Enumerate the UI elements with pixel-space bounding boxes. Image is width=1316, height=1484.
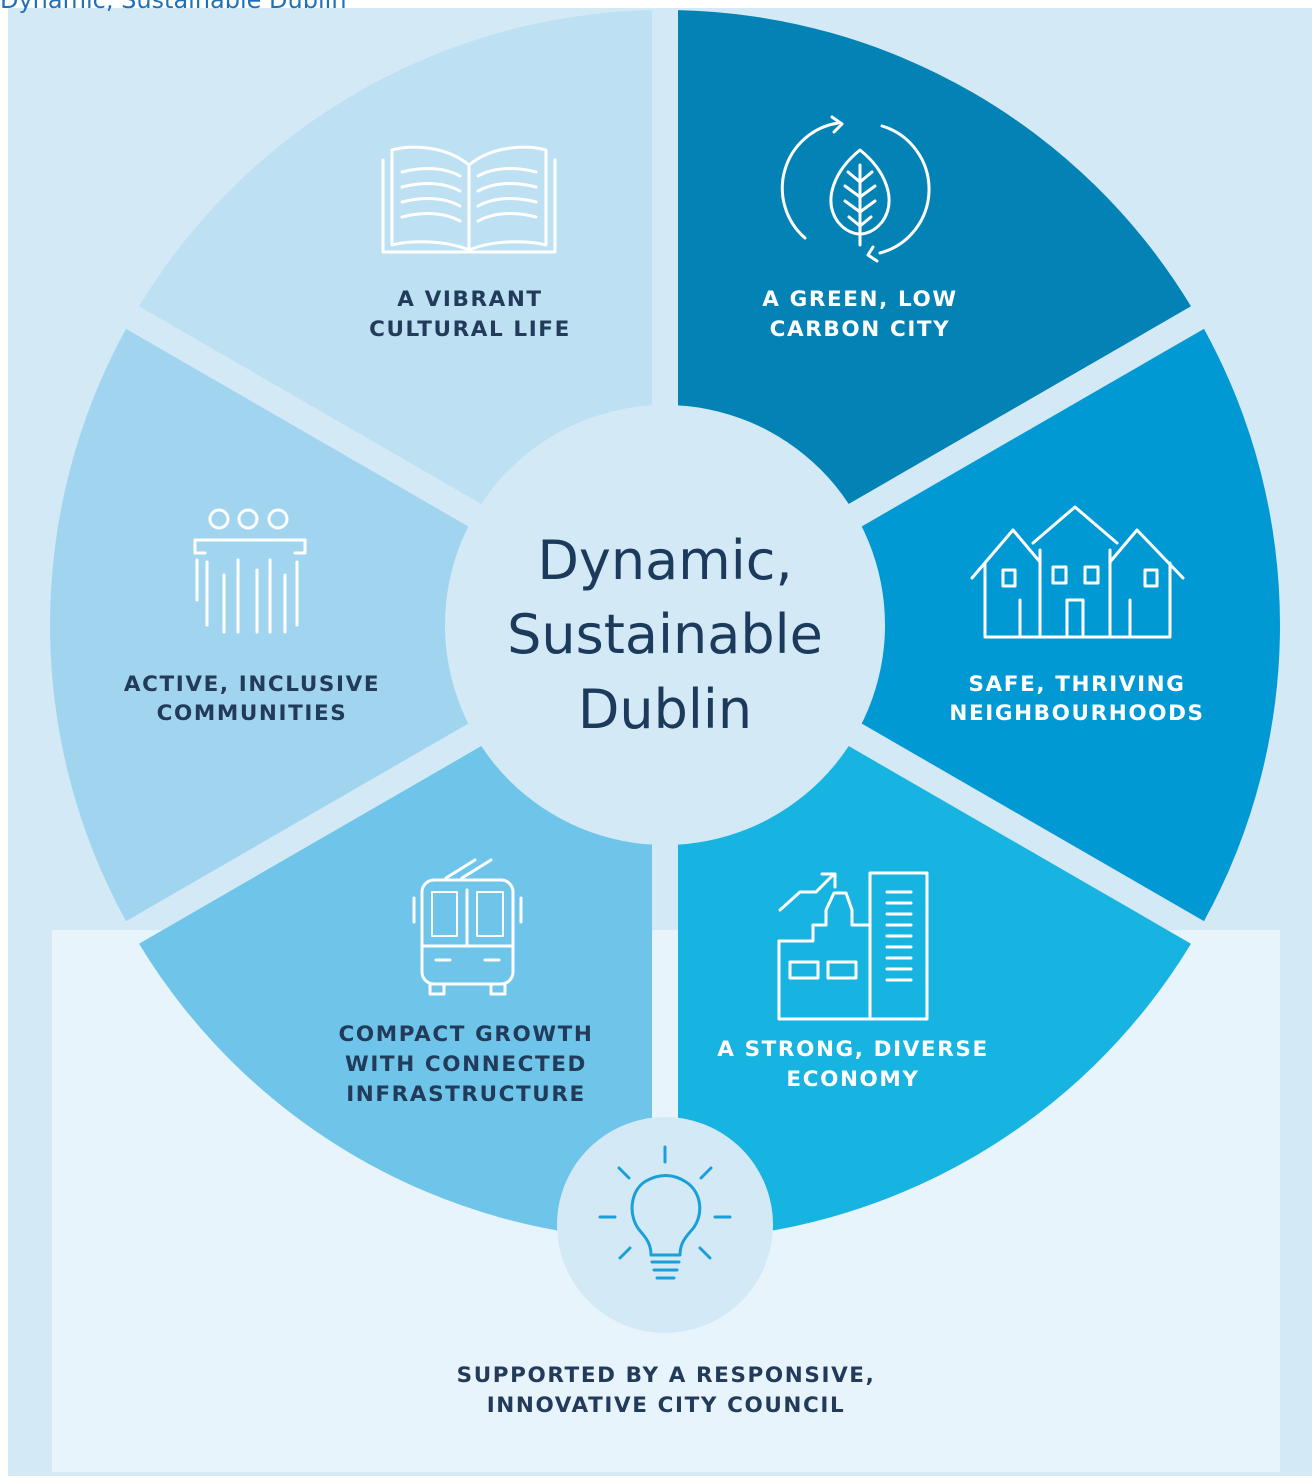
green-label-line-1: A GREEN, LOW [762, 287, 957, 312]
segment-cultural [139, 10, 653, 510]
center-title-line-3: Dublin [578, 678, 752, 741]
segment-growth [139, 740, 653, 1240]
center-title-line-1: Dynamic, [537, 529, 792, 592]
cultural-label-line-2: CULTURAL LIFE [369, 317, 571, 342]
green-label-line-2: CARBON CITY [770, 317, 951, 342]
growth-label-line-3: INFRASTRUCTURE [346, 1082, 586, 1107]
segment-label-green: A GREEN, LOW CARBON CITY [762, 287, 957, 342]
open-book-icon [381, 145, 557, 254]
lightbulb-icon [598, 1145, 732, 1280]
center-title-line-2: Sustainable [507, 603, 823, 666]
people-group-icon [193, 508, 307, 634]
segment-label-communities: ACTIVE, INCLUSIVE COMMUNITIES [124, 672, 380, 726]
communities-label-line-2: COMMUNITIES [157, 701, 348, 726]
economy-label-line-2: ECONOMY [786, 1067, 919, 1092]
communities-label-line-1: ACTIVE, INCLUSIVE [124, 672, 380, 697]
neighbourhoods-label-line-1: SAFE, THRIVING [968, 672, 1185, 697]
segment-communities [49, 328, 479, 922]
economy-label-line-1: A STRONG, DIVERSE [717, 1037, 989, 1062]
footer-label-line-2: INNOVATIVE CITY COUNCIL [487, 1393, 846, 1418]
factory-growth-icon [777, 871, 929, 1021]
segment-label-cultural: A VIBRANT CULTURAL LIFE [369, 287, 571, 342]
cultural-label-line-1: A VIBRANT [397, 287, 542, 312]
segment-economy [677, 740, 1191, 1240]
growth-label-line-1: COMPACT GROWTH [338, 1022, 593, 1047]
page-header-fragment: Dynamic, Sustainable Dublin [0, 0, 347, 14]
segment-label-economy: A STRONG, DIVERSE ECONOMY [717, 1037, 989, 1092]
footer-label-line-1: SUPPORTED BY A RESPONSIVE, [457, 1363, 876, 1388]
recycle-leaf-icon [780, 115, 931, 263]
houses-icon [970, 505, 1185, 639]
trolleybus-icon [412, 858, 523, 996]
segment-label-growth: COMPACT GROWTH WITH CONNECTED INFRASTRUC… [338, 1022, 593, 1107]
segment-label-neighbourhoods: SAFE, THRIVING NEIGHBOURHOODS [949, 672, 1204, 726]
bulb-circle [557, 1117, 773, 1333]
neighbourhoods-label-line-2: NEIGHBOURHOODS [949, 701, 1204, 726]
center-circle [445, 405, 885, 845]
segment-green [677, 10, 1191, 510]
growth-label-line-2: WITH CONNECTED [345, 1052, 587, 1077]
